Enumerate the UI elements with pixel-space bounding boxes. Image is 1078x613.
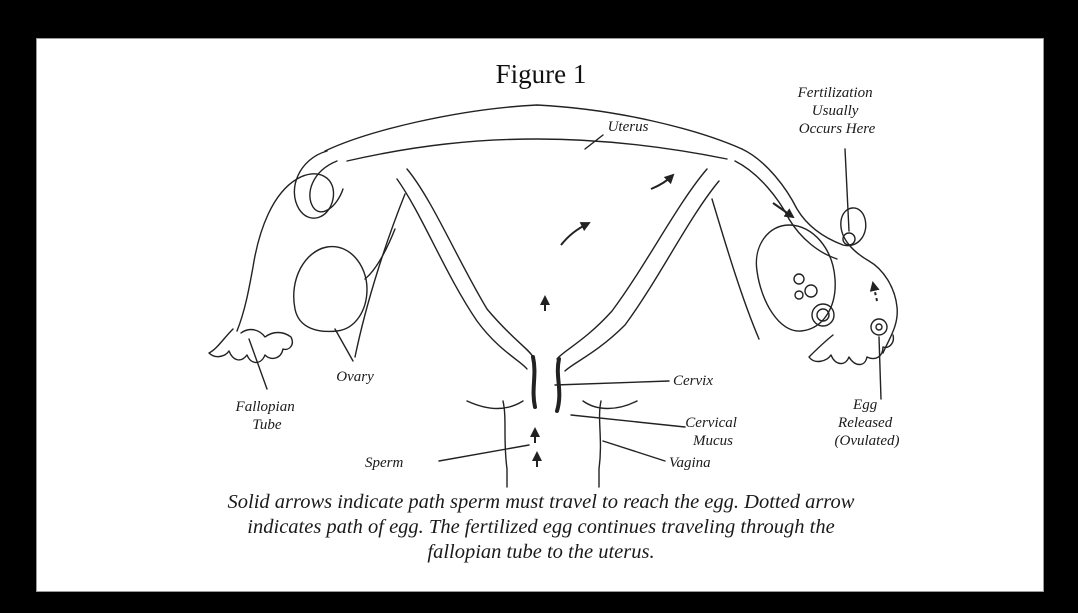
leader-cervix	[555, 381, 669, 385]
label-uterus: Uterus	[608, 119, 649, 135]
label-vagina: Vagina	[669, 455, 711, 471]
egg-in-fimbriae	[871, 319, 887, 335]
ovary-left-ligament	[365, 229, 395, 279]
sperm-path-arrow	[773, 203, 793, 217]
released-egg	[812, 304, 834, 326]
uterus-fundus	[325, 105, 742, 151]
follicle	[795, 291, 803, 299]
ovary-left	[294, 247, 367, 332]
vagina-left-wall	[503, 401, 507, 487]
follicle	[805, 285, 817, 297]
sperm-path-arrow	[561, 223, 589, 245]
fimbriae-right	[809, 335, 893, 365]
leader-vagina	[603, 441, 665, 461]
broad-ligament-left	[355, 194, 405, 357]
label-sperm: Sperm	[365, 455, 403, 471]
uterus-right-inner-wall	[565, 181, 719, 371]
uterus-right-wall	[557, 169, 707, 359]
sperm-path-arrow	[651, 175, 673, 189]
follicle	[794, 274, 804, 284]
label-fertilization: Fertilization Usually Occurs Here	[797, 85, 877, 137]
label-ovary: Ovary	[336, 369, 374, 385]
vaginal-fornix	[467, 401, 637, 409]
uterus-cavity-top	[347, 139, 727, 161]
label-cervical-mucus: Cervical Mucus	[685, 415, 740, 449]
caption-line: fallopian tube to the uterus.	[37, 540, 1044, 565]
fimbriae-left	[209, 329, 292, 363]
leader-ovary	[335, 329, 353, 361]
egg-path-arrow	[873, 283, 877, 301]
caption-line: Solid arrows indicate path sperm must tr…	[37, 490, 1044, 515]
label-cervix: Cervix	[673, 373, 713, 389]
leader-fertilization	[845, 149, 849, 231]
leader-fallopian-tube	[249, 339, 267, 389]
leader-egg	[879, 337, 881, 399]
figure-caption: Solid arrows indicate path sperm must tr…	[37, 490, 1044, 565]
label-egg-released: Egg Released (Ovulated)	[835, 397, 900, 449]
label-fallopian-tube: Fallopian Tube	[235, 399, 299, 433]
caption-line: indicates path of egg. The fertilized eg…	[37, 515, 1044, 540]
fallopian-tube-left-inner	[310, 161, 343, 212]
ovary-right	[756, 225, 835, 331]
fallopian-tube-right-inner	[735, 161, 837, 259]
figure-panel: Figure 1	[36, 38, 1044, 592]
uterus-left-wall	[407, 169, 533, 357]
leader-sperm	[439, 445, 529, 461]
reproductive-anatomy-diagram: Uterus Fertilization Usually Occurs Here…	[37, 39, 1044, 489]
fallopian-tube-left	[237, 151, 334, 331]
egg-in-fimbriae-inner	[876, 324, 882, 330]
vagina-right-wall	[599, 401, 601, 487]
cervical-canal-left	[533, 357, 535, 407]
uterus-left-inner-wall	[397, 179, 527, 369]
broad-ligament-right	[712, 199, 759, 339]
leader-cervical-mucus	[571, 415, 685, 427]
